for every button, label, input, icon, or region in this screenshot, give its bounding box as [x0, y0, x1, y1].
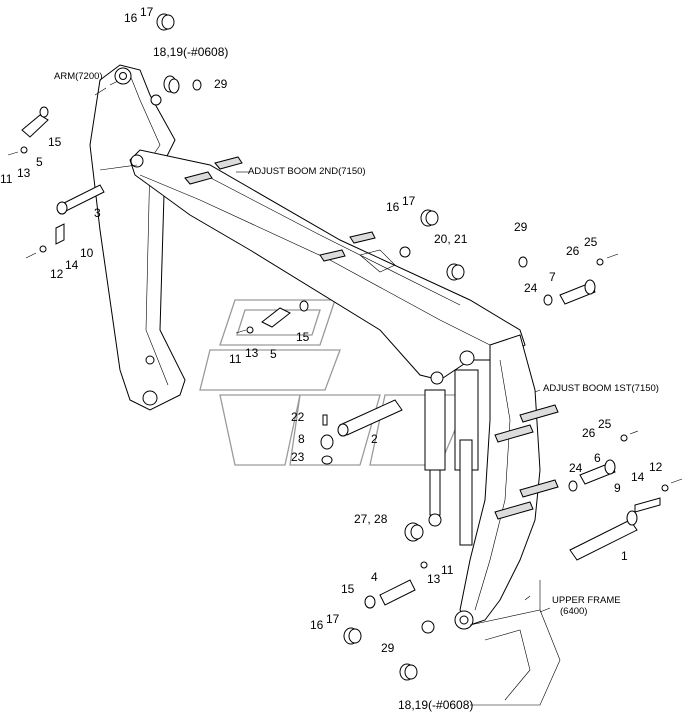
callout-label: 29 — [514, 220, 528, 234]
callout-label: 11 — [0, 172, 13, 186]
callout-label: 22 — [291, 410, 305, 424]
callout-label: 26 — [582, 426, 596, 440]
callout-label: 15 — [341, 582, 355, 596]
callout-label: 4 — [371, 570, 378, 584]
adjust-boom-2nd — [129, 149, 526, 385]
callout-label: 15 — [296, 330, 310, 344]
callout-label: 9 — [614, 481, 621, 495]
callout-label: 14 — [631, 470, 645, 484]
callout-label: 24 — [524, 281, 538, 295]
boom-2nd-caption: ADJUST BOOM 2ND(7150) — [248, 166, 366, 177]
callout-label: 13 — [17, 166, 31, 180]
arm-caption: ARM(7200) — [54, 71, 103, 82]
callout-label: 23 — [291, 450, 305, 464]
callout-label: 11 — [441, 563, 454, 577]
upper-frame-caption: UPPER FRAME — [552, 595, 621, 606]
callout-label: 15 — [48, 135, 62, 149]
callout-label: 29 — [381, 641, 395, 655]
callout-label: 18,19(-#0608) — [398, 698, 473, 712]
callout-label: 17 — [140, 5, 154, 19]
callout-label: 12 — [50, 267, 64, 281]
cylinders — [424, 369, 479, 546]
parts — [7, 13, 683, 681]
callout-label: 16 — [124, 11, 138, 25]
callout-label: 16 — [310, 618, 324, 632]
callout-label: 14 — [65, 258, 79, 272]
callout-label: 16 — [386, 200, 400, 214]
callout-label: 8 — [298, 432, 305, 446]
callout-label: 5 — [270, 347, 277, 361]
callout-label: 18,19(-#0608) — [153, 45, 228, 59]
callout-label: 5 — [36, 155, 43, 169]
adjust-boom-1st — [421, 334, 559, 634]
upper-frame-code: (6400) — [560, 606, 587, 617]
callout-label: 10 — [80, 246, 94, 260]
leader-lines — [94, 87, 551, 613]
callout-label: 7 — [549, 270, 556, 284]
callout-label: 11 — [229, 352, 242, 366]
callout-label: 24 — [569, 461, 583, 475]
callout-label: 2 — [371, 432, 378, 446]
callout-label: 25 — [584, 235, 598, 249]
callout-label: 3 — [94, 206, 101, 220]
callout-label: 17 — [402, 194, 416, 208]
arm — [89, 64, 186, 411]
callout-label: 29 — [214, 77, 228, 91]
captions: ARM(7200) ADJUST BOOM 2ND(7150) ADJUST B… — [54, 71, 659, 617]
callout-label: 13 — [427, 572, 441, 586]
callout-label: 26 — [566, 244, 580, 258]
callout-label: 13 — [245, 346, 259, 360]
callout-label: 12 — [649, 460, 663, 474]
callout-label: 27, 28 — [354, 512, 388, 526]
callouts: 16 17 18,19(-#0608) 29 15 5 11 13 3 10 1… — [0, 5, 663, 712]
boom-1st-caption: ADJUST BOOM 1ST(7150) — [543, 383, 659, 394]
upper-frame — [469, 580, 561, 706]
callout-label: 20, 21 — [434, 232, 468, 246]
callout-label: 25 — [598, 417, 612, 431]
callout-label: 1 — [621, 549, 628, 563]
callout-label: 6 — [594, 451, 601, 465]
callout-label: 17 — [326, 612, 340, 626]
